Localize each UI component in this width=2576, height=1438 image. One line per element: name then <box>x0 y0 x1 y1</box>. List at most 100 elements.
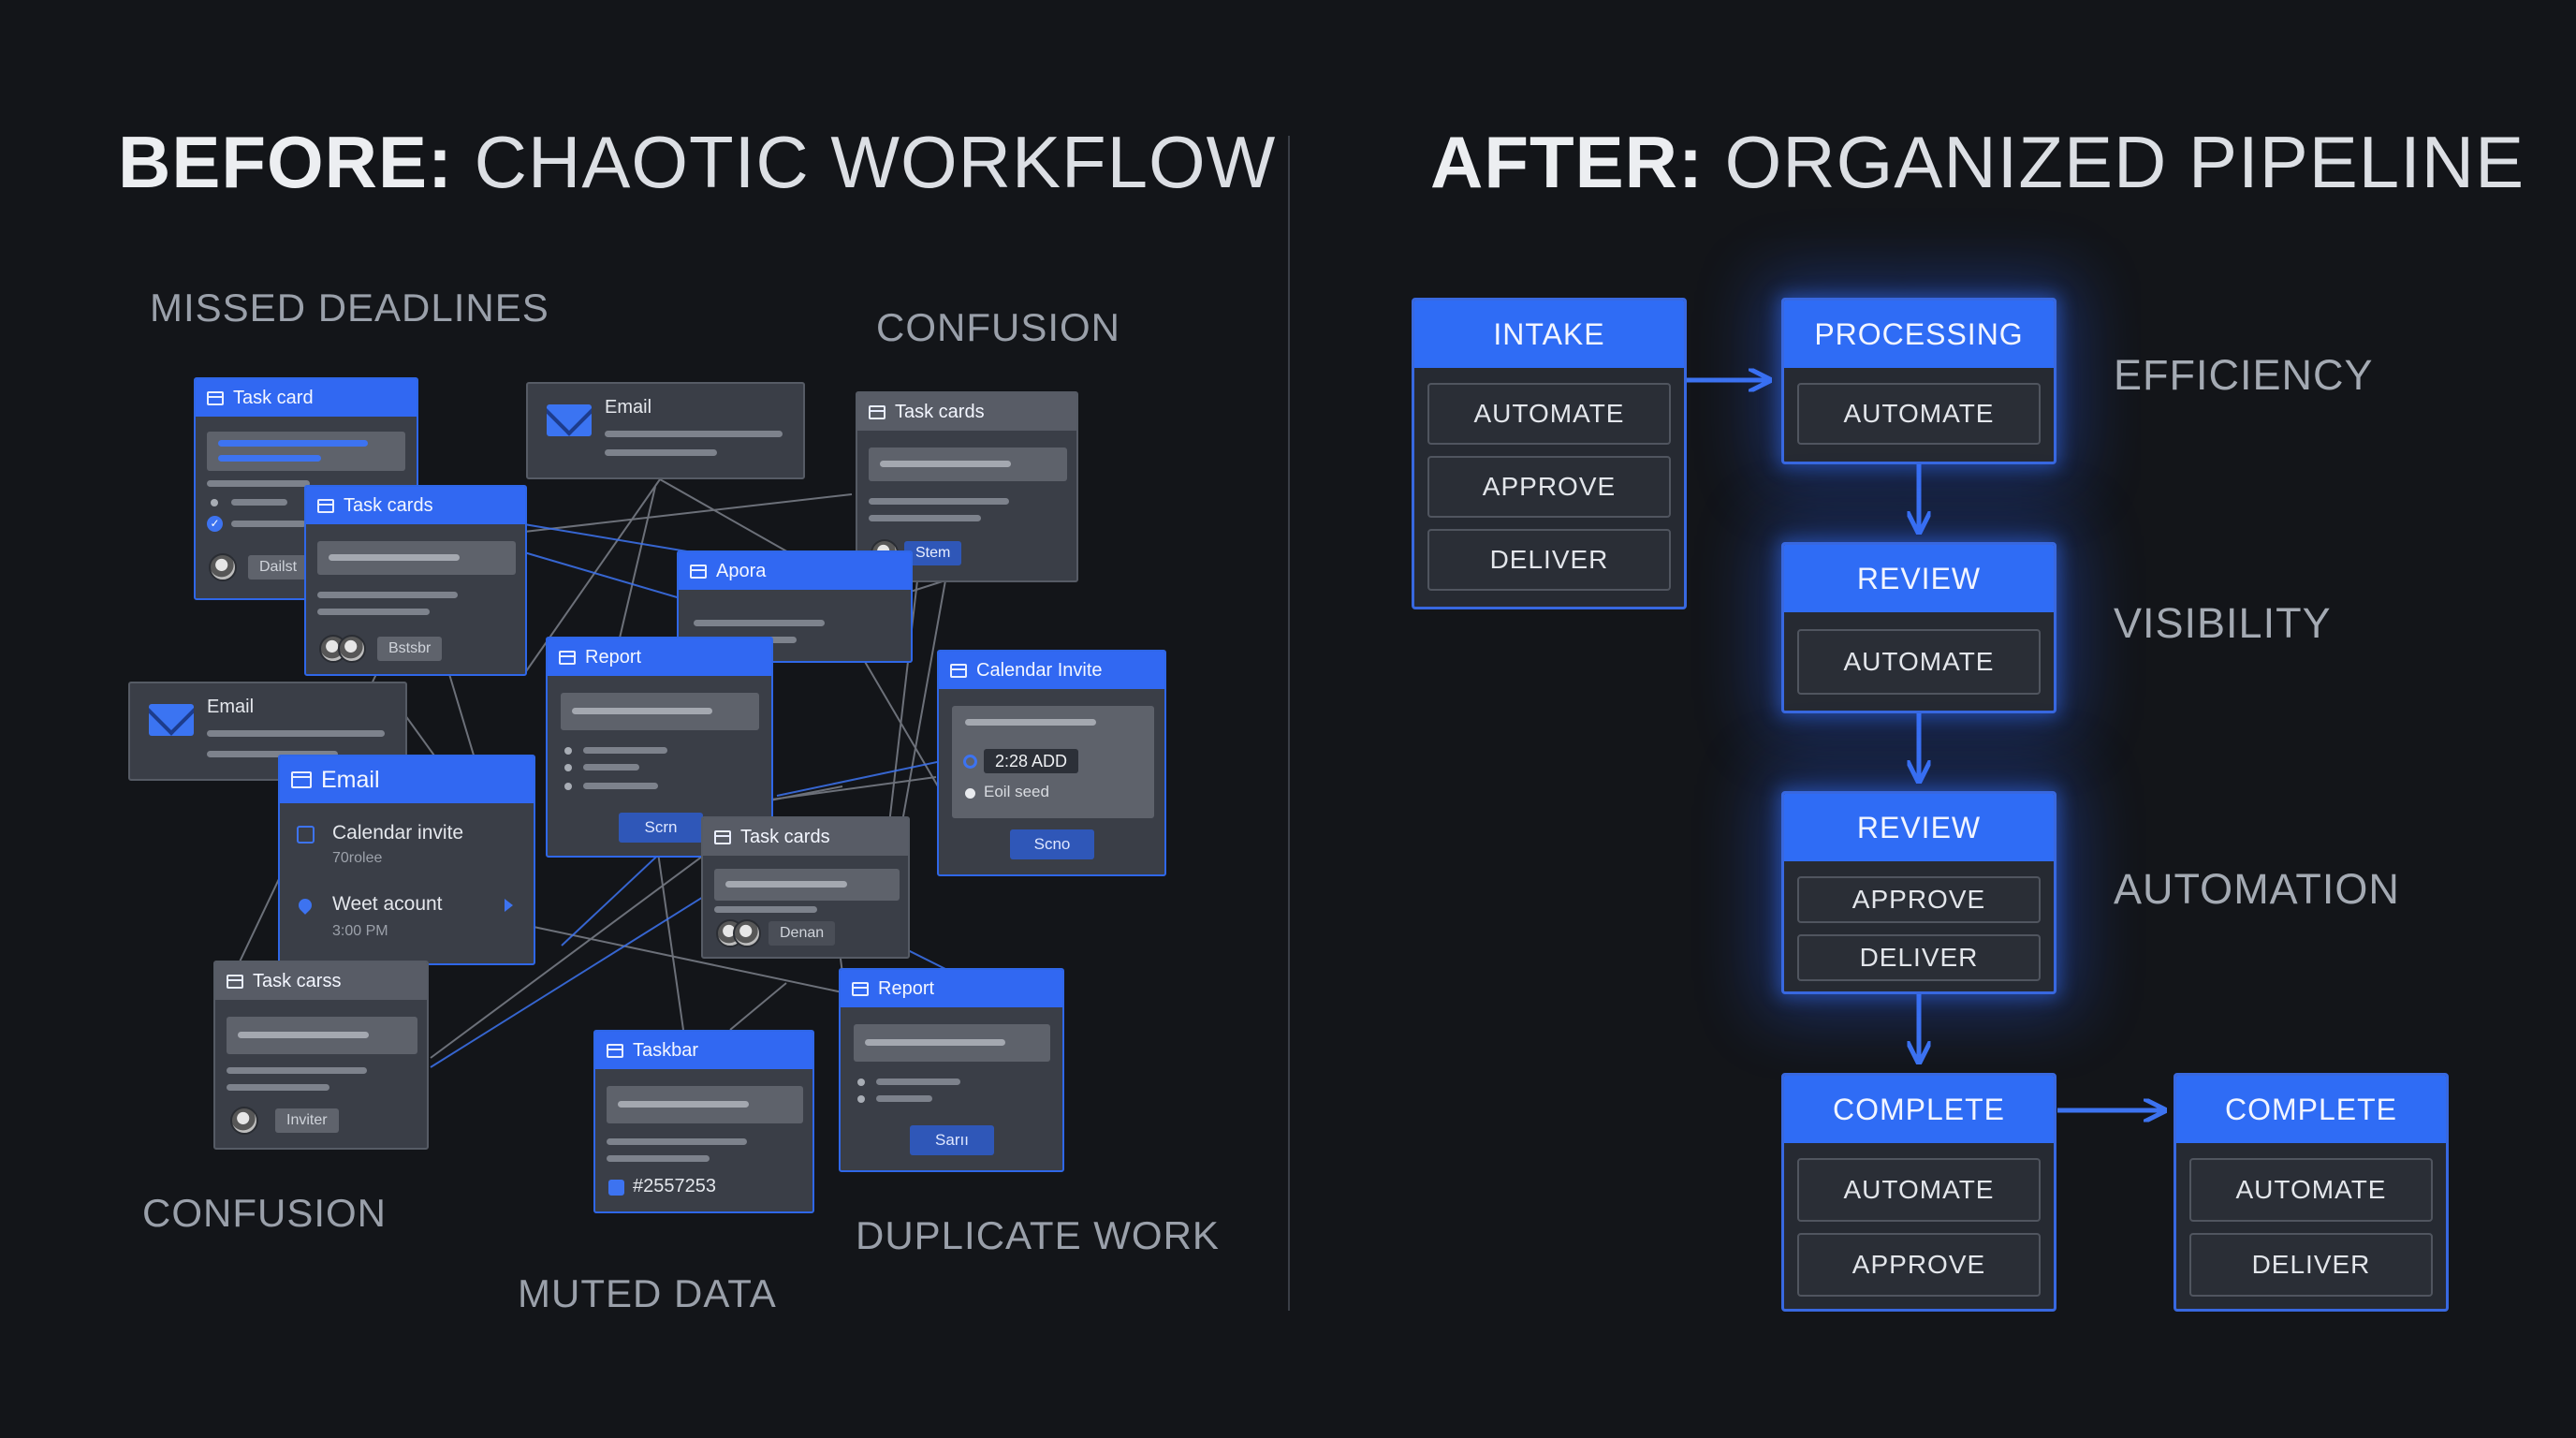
placeholder-line <box>865 1039 1005 1046</box>
stage-complete[interactable]: COMPLETE AUTOMATE APPROVE <box>1781 1073 2056 1312</box>
apora-card[interactable]: Apora <box>677 550 913 663</box>
report-action-button[interactable]: Scrn <box>619 813 703 843</box>
stage-intake[interactable]: INTAKE AUTOMATE APPROVE DELIVER <box>1412 298 1687 609</box>
report-action-button[interactable]: Sarıı <box>910 1125 994 1155</box>
card-header: Task cards <box>306 487 525 524</box>
card-title: Apora <box>716 560 767 581</box>
calendar-icon <box>297 826 315 844</box>
mail-icon <box>869 404 886 419</box>
color-swatch <box>608 1180 624 1196</box>
email-card-title: Email <box>207 697 255 717</box>
stage-action-automate[interactable]: AUTOMATE <box>1797 629 2041 695</box>
placeholder-line <box>227 1067 367 1074</box>
placeholder-line <box>869 515 981 521</box>
time-option-pill[interactable]: 2:28 ADD <box>984 749 1079 773</box>
option-label: Eoil seed <box>984 783 1049 800</box>
taskbar-card[interactable]: Taskbar #2557253 <box>593 1030 814 1213</box>
placeholder-line <box>231 499 287 506</box>
card-header: Task carss <box>215 962 427 1000</box>
placeholder-line <box>725 881 847 888</box>
radio-selected[interactable] <box>963 755 977 769</box>
mail-icon <box>317 498 334 513</box>
stage-action-approve[interactable]: APPROVE <box>1797 1233 2041 1297</box>
report-card-b[interactable]: Report Sarıı <box>839 968 1064 1172</box>
placeholder-line <box>218 440 368 447</box>
label-confusion-bottom: CONFUSION <box>142 1191 387 1235</box>
input-box <box>607 1086 803 1123</box>
placeholder-line <box>207 751 338 757</box>
mail-icon <box>714 829 731 844</box>
stage-action-deliver[interactable]: DELIVER <box>2189 1233 2433 1297</box>
bullet <box>564 764 572 771</box>
placeholder-line <box>607 1155 710 1162</box>
email-card-top[interactable]: Email <box>526 382 805 479</box>
label-missed-deadlines: MISSED DEADLINES <box>150 286 549 330</box>
before-heading: BEFORE: CHAOTIC WORKFLOW <box>118 120 1276 205</box>
bullet <box>564 747 572 755</box>
stage-action-automate[interactable]: AUTOMATE <box>1797 1158 2041 1222</box>
stage-complete-final[interactable]: COMPLETE AUTOMATE DELIVER <box>2174 1073 2449 1312</box>
chevron-right-icon[interactable] <box>505 899 513 912</box>
stage-action-automate[interactable]: AUTOMATE <box>1427 383 1671 445</box>
placeholder-line <box>317 609 430 615</box>
report-icon <box>852 981 869 996</box>
card-header: Report <box>548 638 771 676</box>
placeholder-line <box>714 906 817 913</box>
card-title: Task cards <box>740 826 830 847</box>
task-cards-card[interactable]: Task cards Bstsbr <box>304 485 527 676</box>
placeholder-line <box>207 480 310 487</box>
placeholder-line <box>329 554 460 561</box>
options-box: 2:28 ADD Eoil seed <box>952 706 1154 818</box>
email-item-title: Weet acount <box>332 893 443 915</box>
placeholder-line <box>605 431 783 437</box>
card-header: Taskbar <box>595 1032 812 1069</box>
task-carss-card[interactable]: Task carss Inviter <box>213 961 429 1150</box>
placeholder-line <box>607 1138 747 1145</box>
check-icon: ✓ <box>207 516 223 532</box>
card-header: Apora <box>679 552 911 590</box>
stage-action-deliver[interactable]: DELIVER <box>1797 934 2041 981</box>
stage-review-2[interactable]: REVIEW APPROVE DELIVER <box>1781 791 2056 994</box>
stage-action-approve[interactable]: APPROVE <box>1427 456 1671 518</box>
placeholder-line <box>207 730 385 737</box>
email-card-main[interactable]: Email Calendar invite 70rolee Weet acoun… <box>278 755 535 965</box>
label-visibility: VISIBILITY <box>2114 599 2332 647</box>
radio-unselected[interactable] <box>965 788 975 799</box>
after-heading-rest: ORGANIZED PIPELINE <box>1703 121 2525 203</box>
card-title: Email <box>321 766 380 793</box>
card-title: Report <box>585 646 642 668</box>
placeholder-line <box>876 1095 932 1102</box>
calendar-icon <box>207 390 224 405</box>
stage-header: COMPLETE <box>1784 1076 2054 1143</box>
calendar-action-button[interactable]: Scno <box>1010 829 1094 859</box>
input-box <box>854 1024 1050 1062</box>
input-box <box>227 1017 417 1054</box>
stage-action-approve[interactable]: APPROVE <box>1797 876 2041 923</box>
stage-header: INTAKE <box>1414 301 1684 368</box>
card-header: Task card <box>196 379 417 417</box>
report-icon <box>559 650 576 665</box>
stage-header: COMPLETE <box>2176 1076 2446 1143</box>
bullet <box>564 783 572 790</box>
email-item-sub: 3:00 PM <box>332 923 388 939</box>
stage-action-deliver[interactable]: DELIVER <box>1427 529 1671 591</box>
stage-processing[interactable]: PROCESSING AUTOMATE <box>1781 298 2056 464</box>
stage-action-automate[interactable]: AUTOMATE <box>2189 1158 2433 1222</box>
avatar <box>338 635 366 663</box>
after-heading: AFTER: ORGANIZED PIPELINE <box>1430 120 2525 205</box>
before-heading-rest: CHAOTIC WORKFLOW <box>453 121 1277 203</box>
placeholder-line <box>317 592 458 598</box>
calendar-icon <box>690 564 707 579</box>
stage-action-automate[interactable]: AUTOMATE <box>1797 383 2041 445</box>
label-automation: AUTOMATION <box>2114 865 2400 913</box>
stage-review[interactable]: REVIEW AUTOMATE <box>1781 542 2056 713</box>
placeholder-line <box>583 747 667 754</box>
card-title: Task cards <box>895 401 985 422</box>
task-cards-card-small[interactable]: Task cards Denan <box>701 816 910 959</box>
mail-icon <box>291 771 312 788</box>
user-tag: Bstsbr <box>377 637 443 661</box>
calendar-invite-card[interactable]: Calendar Invite 2:28 ADD Eoil seed Scno <box>937 650 1166 876</box>
envelope-icon <box>547 404 592 436</box>
